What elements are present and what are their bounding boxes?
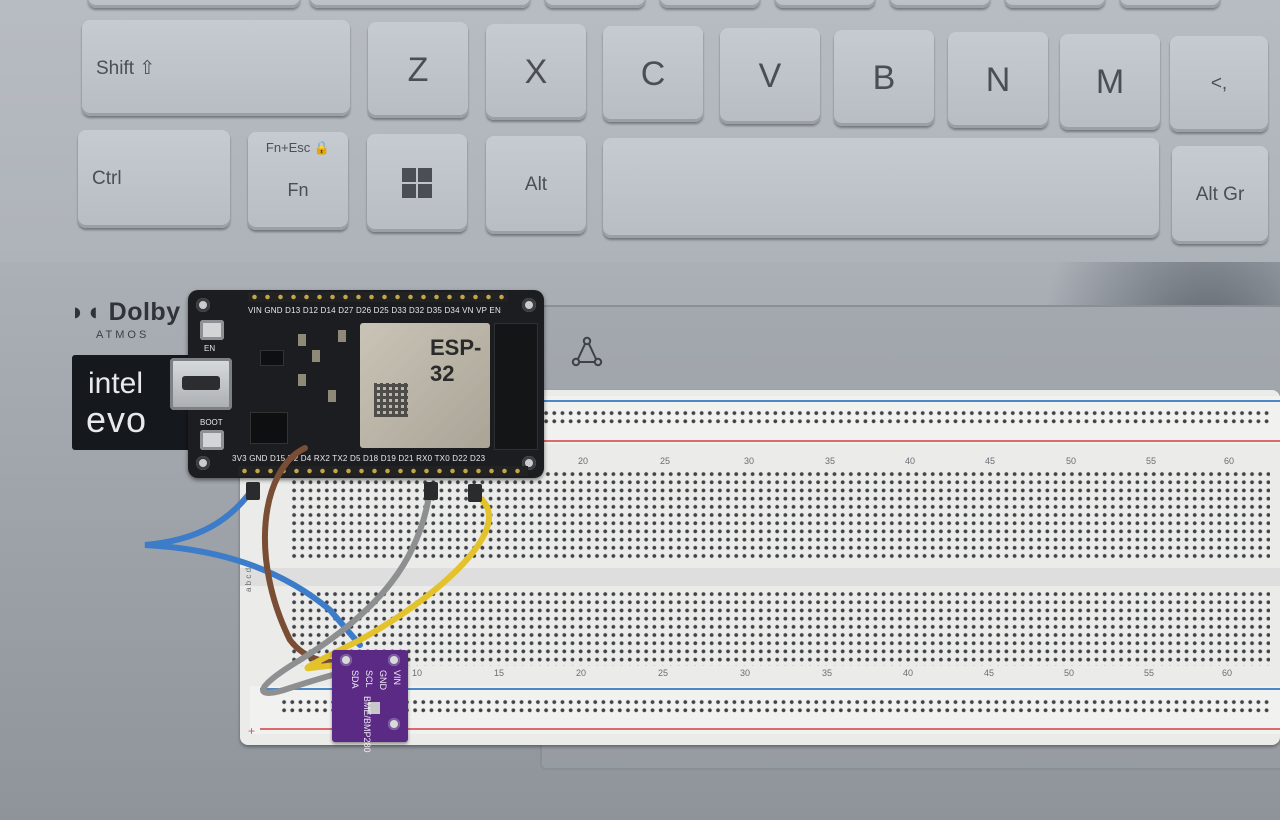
key-top-partial bbox=[88, 0, 300, 8]
terminal-strip-bottom bbox=[290, 590, 1270, 666]
key-comma: <, bbox=[1170, 36, 1268, 132]
key-top-partial bbox=[545, 0, 645, 8]
key-b: B bbox=[834, 30, 934, 126]
regulator-chip bbox=[260, 350, 284, 366]
col-number: 25 bbox=[658, 668, 669, 678]
key-fn: Fn+Esc 🔒 Fn bbox=[248, 132, 348, 230]
key-windows bbox=[367, 134, 467, 232]
key-altgr: Alt Gr bbox=[1172, 146, 1268, 244]
dolby-text: Dolby bbox=[108, 298, 181, 326]
yellow-wire bbox=[304, 492, 492, 672]
col-number: 50 bbox=[1064, 668, 1075, 678]
power-rail-bottom bbox=[250, 686, 1280, 734]
key-m: M bbox=[1060, 34, 1160, 130]
col-number: 45 bbox=[985, 456, 996, 466]
key-top-partial bbox=[775, 0, 875, 8]
col-number: 30 bbox=[740, 668, 751, 678]
key-ctrl: Ctrl bbox=[78, 130, 230, 228]
pin-vin: VIN bbox=[392, 670, 402, 686]
col-number: 50 bbox=[1066, 456, 1077, 466]
col-number: 15 bbox=[494, 668, 505, 678]
key-top-partial bbox=[890, 0, 990, 8]
key-alt: Alt bbox=[486, 136, 586, 234]
intel-text: intel bbox=[88, 367, 144, 400]
sensor-element bbox=[368, 702, 380, 714]
pin-sda: SDA bbox=[350, 670, 360, 689]
triangle-nodes-icon bbox=[571, 336, 603, 367]
col-number: 40 bbox=[903, 668, 914, 678]
col-number: 35 bbox=[825, 456, 836, 466]
col-number: 55 bbox=[1146, 456, 1157, 466]
breadboard bbox=[240, 390, 1280, 745]
blue-wire bbox=[144, 487, 363, 648]
key-n: N bbox=[948, 32, 1048, 128]
col-number: 40 bbox=[905, 456, 916, 466]
key-top-partial bbox=[310, 0, 530, 8]
pin-labels-top: VIN GND D13 D12 D14 D27 D26 D25 D33 D32 … bbox=[248, 306, 501, 315]
bme280-name: BME/BMP280 bbox=[362, 696, 372, 753]
col-number: 30 bbox=[744, 456, 755, 466]
bme280-sensor: VIN GND SCL SDA BME/BMP280 bbox=[332, 650, 408, 753]
evo-text: evo bbox=[86, 399, 148, 440]
key-v: V bbox=[720, 28, 820, 124]
micro-usb-port bbox=[170, 358, 232, 410]
pin-scl: SCL bbox=[364, 670, 374, 688]
esp32-module-shield: ESP-32 bbox=[360, 323, 490, 448]
key-z: Z bbox=[368, 22, 468, 118]
windows-icon bbox=[402, 168, 432, 198]
esp32-label: ESP-32 bbox=[430, 335, 482, 386]
col-number: 45 bbox=[984, 668, 995, 678]
boot-button bbox=[200, 430, 224, 450]
fn-label: Fn bbox=[287, 179, 309, 200]
qr-code bbox=[374, 383, 408, 417]
key-x: X bbox=[486, 24, 586, 120]
key-c: C bbox=[603, 26, 703, 122]
fn-lock-label: Fn+Esc 🔒 bbox=[265, 140, 331, 155]
atmos-text: ATMOS bbox=[96, 329, 150, 341]
key-shift: Shift ⇧ bbox=[82, 20, 350, 116]
key-top-partial bbox=[1005, 0, 1105, 8]
dolby-logo: ◗◖ Dolby ATMOS bbox=[70, 298, 181, 341]
col-number: 60 bbox=[1222, 668, 1233, 678]
usb-uart-chip bbox=[250, 412, 288, 444]
gray-wire bbox=[260, 487, 433, 696]
key-top-partial bbox=[660, 0, 760, 8]
col-number: 35 bbox=[822, 668, 833, 678]
col-number: 20 bbox=[576, 668, 587, 678]
key-space bbox=[603, 138, 1159, 238]
plus-sign: + bbox=[248, 724, 256, 738]
col-number: 25 bbox=[660, 456, 671, 466]
terminal-strip-top bbox=[290, 470, 1270, 560]
col-number: 55 bbox=[1144, 668, 1155, 678]
en-label: EN bbox=[204, 344, 216, 353]
pcb-antenna bbox=[494, 323, 538, 450]
center-channel bbox=[240, 568, 1280, 586]
en-button bbox=[200, 320, 224, 340]
boot-label: BOOT bbox=[200, 418, 223, 427]
col-number: 60 bbox=[1224, 456, 1235, 466]
pin-labels-bottom: 3V3 GND D15 D2 D4 RX2 TX2 D5 D18 D19 D21… bbox=[232, 454, 486, 463]
pin-gnd: GND bbox=[378, 670, 388, 690]
col-number: 20 bbox=[578, 456, 589, 466]
col-number: 10 bbox=[412, 668, 423, 678]
key-top-partial bbox=[1120, 0, 1220, 8]
